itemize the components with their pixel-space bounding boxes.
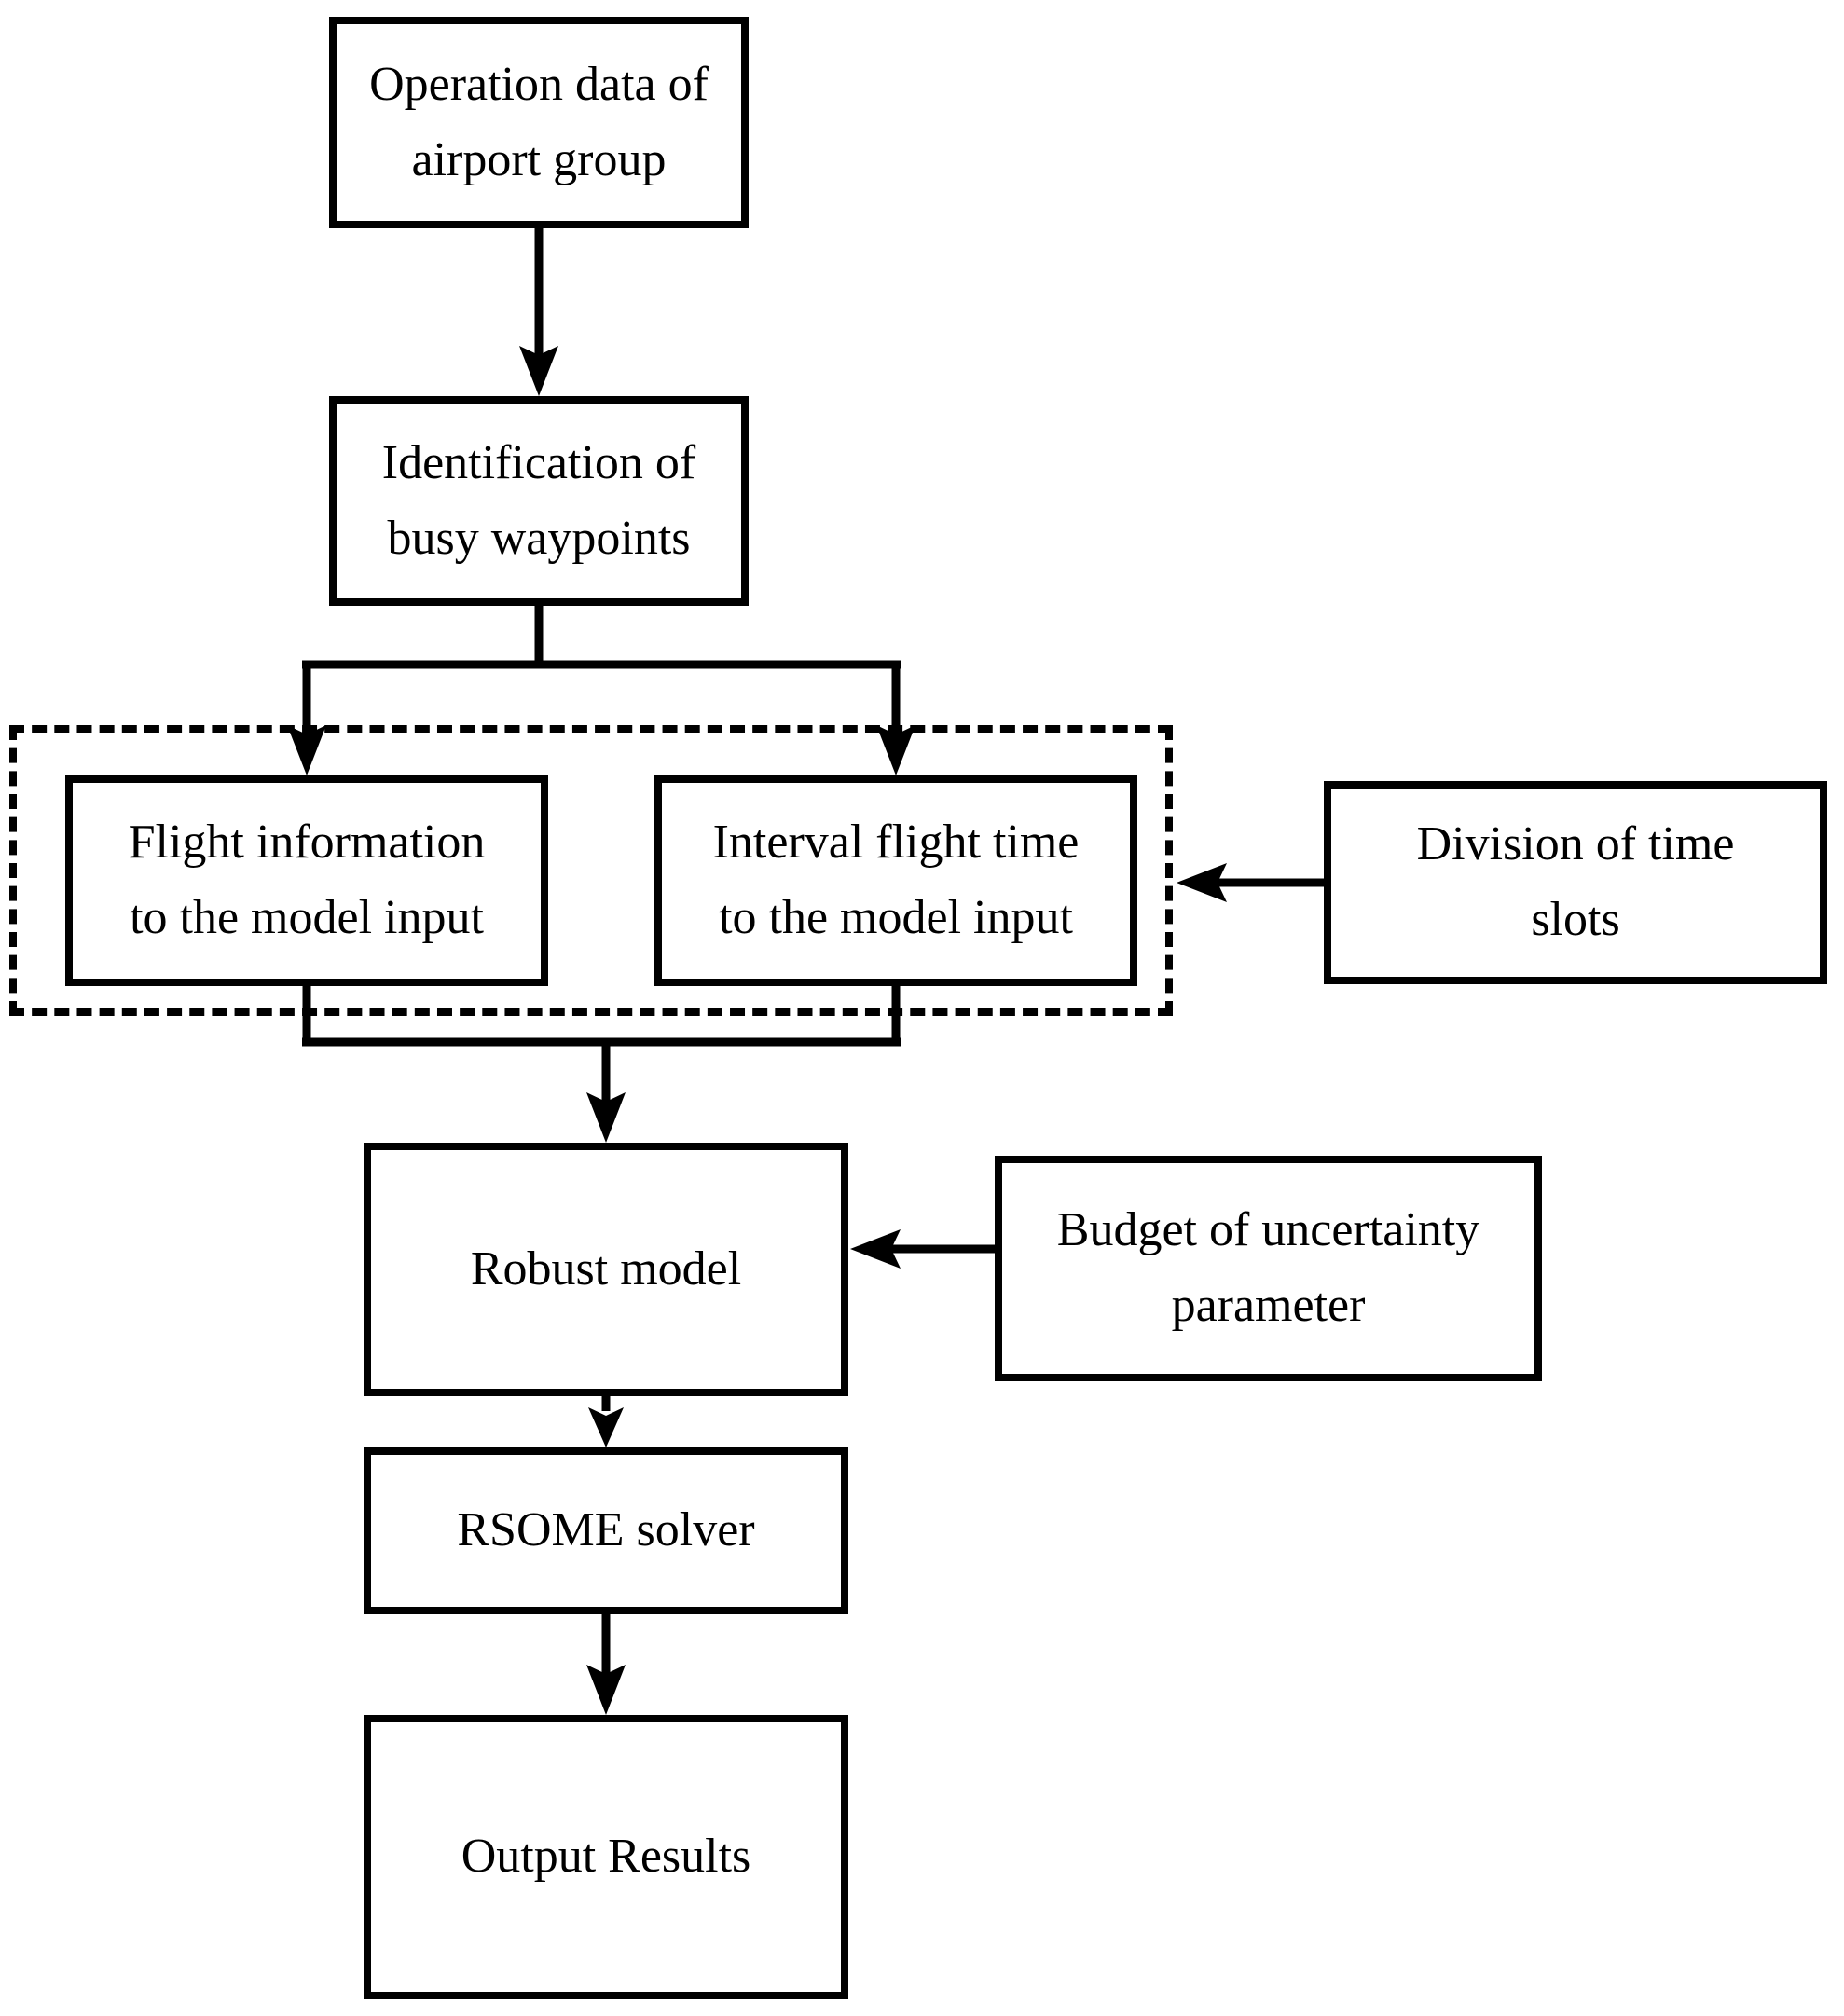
node-budget-of-uncertainty: Budget of uncertainty parameter [995,1156,1542,1381]
arrow-division-to-group [1177,863,1324,902]
node-flight-information-label: Flight information to the model input [128,816,486,944]
arrow-opdata-to-identification [519,228,558,396]
arrow-budget-to-robust [850,1229,995,1269]
node-operation-data-label: Operation data of airport group [369,57,709,186]
node-identification: Identification of busy waypoints [329,396,749,606]
node-budget-of-uncertainty-label: Budget of uncertainty parameter [1056,1203,1480,1332]
node-rsome-solver: RSOME solver [364,1447,848,1614]
node-identification-label: Identification of busy waypoints [381,435,696,565]
node-robust-model: Robust model [364,1143,848,1396]
arrow-merge-to-robust [586,1038,626,1143]
node-interval-flight-time: Interval flight time to the model input [654,775,1137,986]
node-output-results: Output Results [364,1715,848,1999]
node-rsome-solver-label: RSOME solver [457,1503,755,1557]
node-robust-model-label: Robust model [470,1241,742,1296]
arrow-robust-to-rsome [588,1392,624,1447]
node-division-of-time-slots: Division of time slots [1324,781,1827,984]
node-output-results-label: Output Results [461,1830,751,1884]
model-input-group [9,725,1173,1016]
split-connector [302,606,901,669]
node-division-of-time-slots-label: Division of time slots [1416,817,1735,946]
node-flight-information: Flight information to the model input [65,775,548,986]
node-interval-flight-time-label: Interval flight time to the model input [712,816,1080,944]
arrow-rsome-to-output [586,1614,626,1715]
node-operation-data: Operation data of airport group [329,17,749,228]
